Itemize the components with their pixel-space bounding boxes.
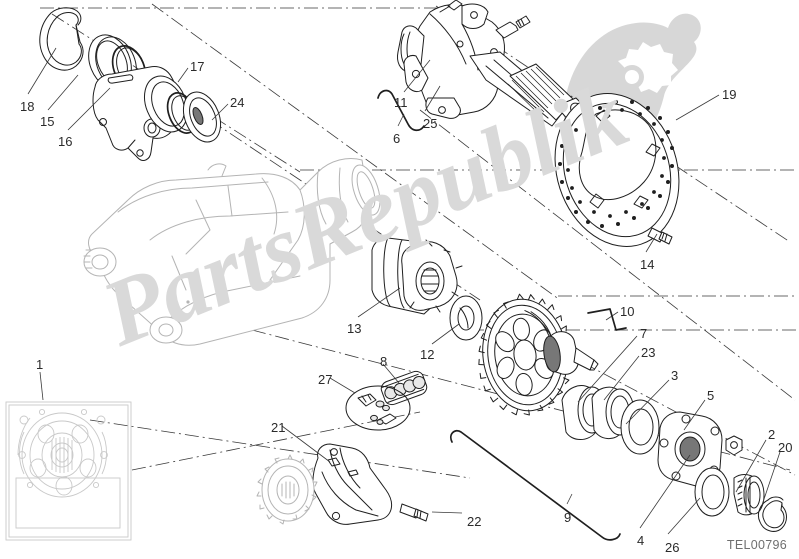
spacer-rings-part-23 <box>561 385 635 440</box>
leader-line-2 <box>735 439 767 493</box>
callout-number-2: 2 <box>768 427 776 442</box>
callout-number-27: 27 <box>318 372 333 387</box>
leader-line-18 <box>27 47 57 95</box>
leader-line-26 <box>667 497 701 535</box>
wheel-shaft-sleeve-part-13 <box>371 237 463 315</box>
washer-part-12 <box>449 295 483 341</box>
leader-line-16 <box>67 87 111 131</box>
callout-number-17: 17 <box>190 59 205 74</box>
callout-number-14: 14 <box>640 257 655 272</box>
callout-number-16: 16 <box>58 134 73 149</box>
leader-line-1 <box>39 371 44 401</box>
leader-line-6 <box>397 113 405 127</box>
axle-shaft-part-9 <box>450 429 621 541</box>
leader-line-8 <box>382 363 400 384</box>
leader-line-22 <box>431 511 463 514</box>
callout-number-7: 7 <box>640 326 648 341</box>
callout-number-22: 22 <box>467 514 482 529</box>
circlip-part-20 <box>757 496 787 532</box>
leader-line-25 <box>424 85 441 112</box>
snap-ring-part-18 <box>39 7 84 71</box>
callout-number-13: 13 <box>347 321 362 336</box>
flange-spacer-part-3 <box>620 399 660 455</box>
callout-number-6: 6 <box>393 131 401 146</box>
sprocket-ghost-small <box>256 454 318 525</box>
callout-number-4: 4 <box>637 533 645 548</box>
leader-line-4 <box>639 454 691 529</box>
leader-line-5 <box>683 399 706 431</box>
leader-line-21 <box>281 425 331 463</box>
callout-number-25: 25 <box>423 116 438 131</box>
callout-number-9: 9 <box>564 510 572 525</box>
sprocket-carrier-part-7 <box>543 331 599 375</box>
bearing-part-26 <box>694 467 730 517</box>
hub-bolt-part-25 <box>495 15 531 39</box>
leader-line-14 <box>645 233 658 253</box>
leader-line-7 <box>577 335 638 403</box>
leader-line-20 <box>761 451 781 506</box>
leader-line-9 <box>566 493 573 505</box>
callout-number-5: 5 <box>707 388 715 403</box>
callout-number-18: 18 <box>20 99 35 114</box>
leader-line-27 <box>329 377 356 394</box>
leader-line-23 <box>603 355 640 401</box>
brake-disc-part-19 <box>554 93 680 247</box>
callout-number-26: 26 <box>665 540 680 555</box>
nut-part-4 <box>725 435 743 456</box>
swingarm-ghost-part <box>83 158 381 346</box>
hub-carrier-part-11 <box>397 3 505 119</box>
callout-number-21: 21 <box>271 420 286 435</box>
leader-line-24 <box>211 103 229 121</box>
leader-line-12 <box>431 323 460 345</box>
leader-line-11 <box>403 59 431 93</box>
chain-guard-screw-part-22 <box>399 503 429 522</box>
diagram-code-label: TEL00796 <box>726 538 787 552</box>
leader-line-3 <box>625 379 670 425</box>
eccentric-hub-parts-group <box>39 7 222 161</box>
callout-number-24: 24 <box>230 95 245 110</box>
leader-line-10 <box>605 311 619 321</box>
leader-line-15 <box>47 74 79 111</box>
detail-bubble-part-27 <box>345 385 411 431</box>
callout-number-15: 15 <box>40 114 55 129</box>
chain-master-link-part-8 <box>380 370 428 406</box>
callout-leader-lines <box>27 47 781 535</box>
callout-number-8: 8 <box>380 354 388 369</box>
leader-line-13 <box>357 287 401 318</box>
callout-number-3: 3 <box>671 368 679 383</box>
callout-number-12: 12 <box>420 347 435 362</box>
callout-number-11: 11 <box>394 95 408 110</box>
leader-line-17 <box>177 67 189 83</box>
rear-hub-carrier-group <box>377 0 589 132</box>
cotter-pin-part-6 <box>377 89 425 132</box>
rear-sprocket-part-10 <box>478 293 573 416</box>
callout-number-19: 19 <box>722 87 737 102</box>
bearing-part-24 <box>182 91 222 143</box>
callout-number-23: 23 <box>641 345 656 360</box>
sprocket-bracket-10 <box>587 308 627 331</box>
chain-guard-part-21 <box>312 443 393 525</box>
wheel-assembly-inset-box-1 <box>5 401 132 541</box>
callout-number-20: 20 <box>778 440 793 455</box>
callout-number-10: 10 <box>620 304 635 319</box>
flange-carrier-part-5 <box>657 411 723 487</box>
leader-line-19 <box>675 94 720 121</box>
hub-pin-part <box>439 0 463 13</box>
callout-number-1: 1 <box>36 357 44 372</box>
